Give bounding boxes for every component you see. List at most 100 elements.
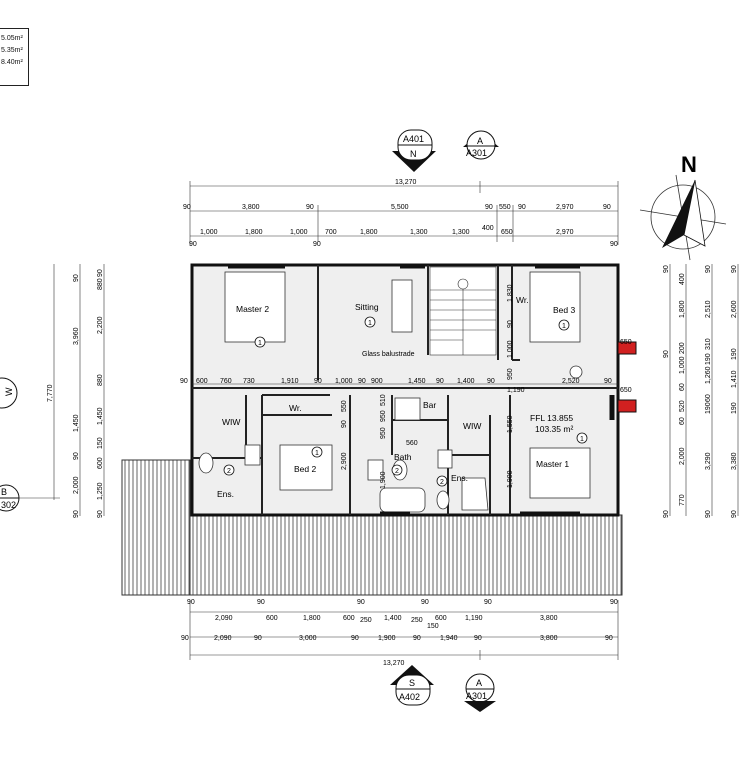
overall-dimension-top: 13,270 (395, 179, 417, 186)
dim-label: 90 (97, 510, 104, 518)
dim-label: 250 (360, 617, 372, 624)
dim-label: 1,260 (705, 366, 712, 384)
section-marker-north: A401 N (392, 129, 436, 172)
dim-label: 90 (731, 265, 738, 273)
dim-label: 2,600 (731, 300, 738, 318)
dim-label: 1,910 (281, 378, 299, 385)
dim-label: 90 (436, 378, 444, 385)
marker-code: A301 (466, 148, 487, 158)
tag-number: 1 (562, 323, 566, 330)
dim-label: 2,900 (341, 452, 348, 470)
top-row-1: 90 3,800 90 5,500 90 550 90 2,970 90 (183, 204, 611, 211)
dim-label: 3,800 (540, 615, 558, 622)
dim-label: 2,000 (73, 476, 80, 494)
dim-label: 560 (406, 440, 418, 447)
dim-label: 1,830 (507, 284, 514, 302)
dim-label: 1,800 (679, 300, 686, 318)
dim-label: 5,500 (391, 204, 409, 211)
dim-label: 400 (482, 225, 494, 232)
dim-label: 90 (73, 274, 80, 282)
dim-label: 90 (257, 599, 265, 606)
dim-label: 650 (620, 387, 632, 394)
dim-label: 90 (663, 350, 670, 358)
dim-label: 90 (605, 635, 613, 642)
tag-number: 2 (395, 468, 399, 475)
dim-label: 90 (610, 241, 618, 248)
dim-label: 2,510 (705, 300, 712, 318)
dim-label: 190 (731, 402, 738, 414)
dim-label: 1,900 (378, 635, 396, 642)
deck-left (121, 459, 191, 596)
room-master-1: Master 1 (536, 459, 569, 469)
ffl-area: 103.35 m² (535, 424, 573, 434)
room-ens: Ens. (217, 489, 234, 499)
room-tag-numbers: 1 1 1 1 1 2 2 2 (227, 320, 584, 486)
dim-label: 3,000 (299, 635, 317, 642)
dim-label: 3,290 (705, 452, 712, 470)
dim-label: 950 (380, 427, 387, 439)
dim-label: 90 (487, 378, 495, 385)
dim-label: 1,400 (457, 378, 475, 385)
dim-label: 90 (73, 452, 80, 460)
dim-label: 60 (705, 394, 712, 402)
dim-label: 90 (705, 265, 712, 273)
room-bed-2: Bed 2 (294, 464, 316, 474)
dim-label: 2,520 (562, 378, 580, 385)
dim-label: 510 (380, 394, 387, 406)
dim-label: 150 (427, 623, 439, 630)
dim-label: 770 (679, 494, 686, 506)
marker-dir: W (4, 387, 14, 396)
dim-label: 400 (679, 273, 686, 285)
dim-label: 730 (243, 378, 255, 385)
dim-label: 950 (507, 368, 514, 380)
room-bar: Bar (423, 400, 436, 410)
dim-label: 550 (499, 204, 511, 211)
tag-number: 2 (227, 468, 231, 475)
dim-label: 880 (97, 374, 104, 386)
left-col1: 90 3,960 1,450 90 2,000 90 (73, 274, 80, 518)
bottom-row-2: 90 2,090 90 3,000 90 1,900 90 1,940 90 3… (181, 635, 613, 642)
right-col2: 90 2,510 310 190 1,260 60 190 3,290 90 (705, 265, 712, 518)
dim-label: 1,800 (245, 229, 263, 236)
dim-label: 880 (97, 278, 104, 290)
dimension-top (190, 185, 618, 237)
dimension-ticks-top (189, 181, 619, 245)
dim-label: 60 (679, 383, 686, 391)
dim-label: 90 (97, 269, 104, 277)
tag-number: 1 (580, 436, 584, 443)
section-marker-south: S A402 (390, 665, 434, 706)
dim-label: 1,410 (731, 370, 738, 388)
dim-label: 550 (341, 400, 348, 412)
dim-label: 90 (663, 510, 670, 518)
marker-red (617, 399, 637, 413)
dim-label: 2,090 (215, 615, 233, 622)
marker-dir: N (410, 149, 417, 159)
dim-label: 90 (421, 599, 429, 606)
dim-label: 950 (380, 410, 387, 422)
dim-label: 600 (196, 378, 208, 385)
dim-label: 90 (705, 510, 712, 518)
left-col2: 90 880 2,200 880 1,450 150 600 1,250 90 (97, 269, 104, 518)
north-arrow: N (639, 152, 727, 261)
dim-label: 90 (413, 635, 421, 642)
right-col3: 90 2,600 190 1,410 190 3,380 90 (731, 265, 738, 518)
dim-label: 1,250 (97, 482, 104, 500)
dim-label: 2,200 (97, 316, 104, 334)
dim-label: 3,380 (731, 452, 738, 470)
dim-label: 1,800 (303, 615, 321, 622)
room-bath: Bath (394, 452, 412, 462)
dim-label: 90 (181, 635, 189, 642)
dim-label: 1,300 (410, 229, 428, 236)
marker-code: 302 (1, 500, 16, 510)
bottom-row-1: 90 2,090 90 600 1,800 600 90 250 1,400 2… (187, 599, 618, 630)
dim-label: 190 (705, 402, 712, 414)
section-marker-a-top: A A301 (463, 130, 499, 160)
dim-label: 650 (501, 229, 513, 236)
room-ens: Ens. (451, 473, 468, 483)
dim-label: 700 (325, 229, 337, 236)
marker-dir: A (477, 136, 483, 146)
dim-label: 1,450 (408, 378, 426, 385)
dim-label: 90 (518, 204, 526, 211)
bed (224, 271, 591, 499)
